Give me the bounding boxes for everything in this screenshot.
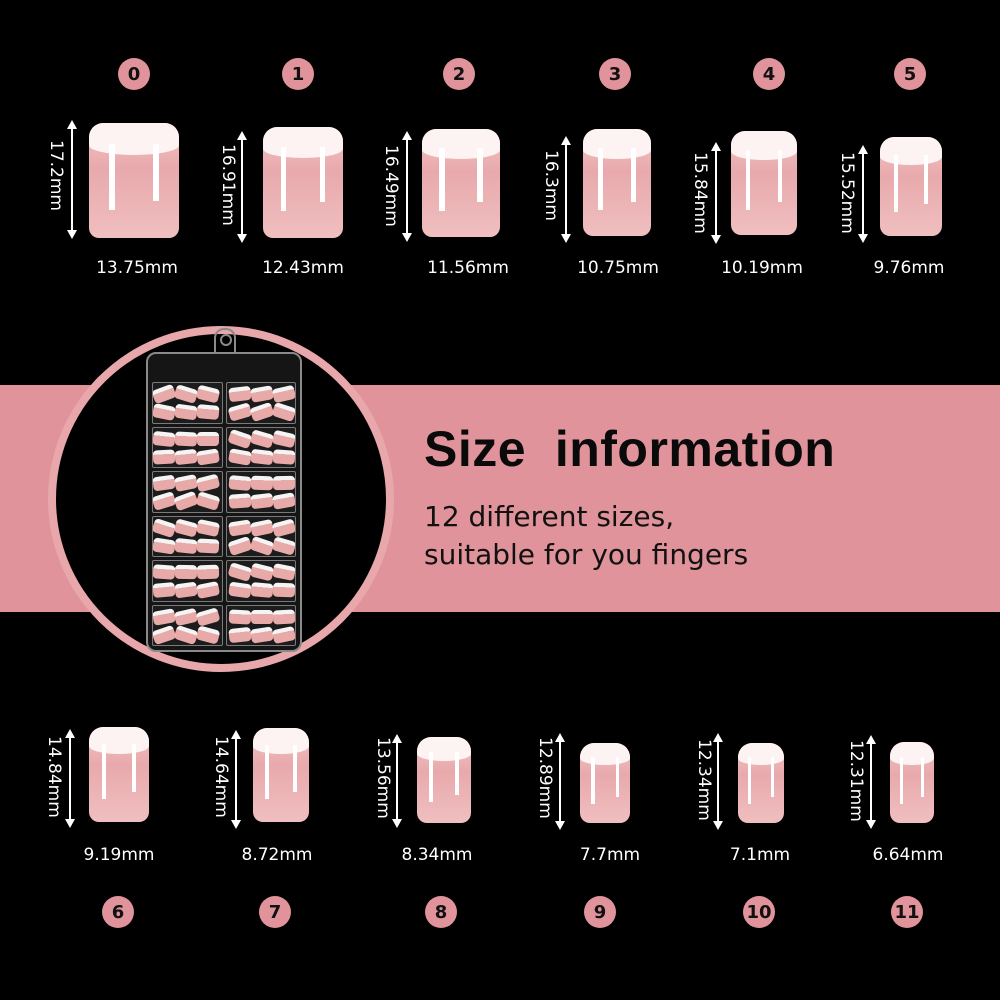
nail-image — [583, 129, 651, 236]
length-label: 14.64mm — [211, 736, 231, 818]
box-compartment — [152, 604, 223, 646]
length-arrow-icon — [866, 735, 876, 829]
nail-image — [422, 129, 500, 237]
box-hanger-icon — [214, 328, 236, 354]
width-label: 9.19mm — [83, 845, 155, 865]
section-description: 12 different sizes, suitable for you fin… — [424, 498, 748, 574]
width-label: 6.64mm — [872, 845, 944, 865]
size-badge: 0 — [118, 58, 150, 90]
size-badge: 9 — [584, 896, 616, 928]
nail-image — [253, 728, 309, 822]
box-compartment — [225, 382, 296, 424]
length-label: 15.84mm — [690, 152, 710, 234]
width-label: 10.19mm — [721, 258, 803, 278]
box-compartment — [225, 515, 296, 557]
box-compartment — [225, 604, 296, 646]
width-label: 7.1mm — [729, 845, 791, 865]
size-badge: 6 — [102, 896, 134, 928]
size-badge: 8 — [425, 896, 457, 928]
box-compartment — [152, 382, 223, 424]
width-label: 7.7mm — [579, 845, 641, 865]
size-badge: 10 — [743, 896, 775, 928]
box-compartment — [152, 560, 223, 602]
size-badge: 11 — [891, 896, 923, 928]
box-compartment — [225, 426, 296, 468]
nail-image — [580, 743, 630, 823]
length-label: 12.34mm — [694, 739, 714, 821]
size-badge: 5 — [894, 58, 926, 90]
section-title: Size information — [424, 421, 836, 477]
width-label: 8.72mm — [241, 845, 313, 865]
description-line-2: suitable for you fingers — [424, 538, 749, 571]
nail-image — [263, 127, 343, 238]
length-label: 16.49mm — [381, 145, 401, 227]
size-badge: 7 — [259, 896, 291, 928]
length-arrow-icon — [561, 136, 571, 243]
nail-image — [738, 743, 784, 823]
length-label: 17.2mm — [46, 140, 66, 211]
box-compartment — [225, 471, 296, 513]
length-arrow-icon — [711, 142, 721, 244]
size-badge: 1 — [282, 58, 314, 90]
length-arrow-icon — [392, 734, 402, 828]
length-label: 16.3mm — [541, 150, 561, 221]
length-label: 12.89mm — [535, 737, 555, 819]
length-arrow-icon — [237, 131, 247, 243]
length-label: 14.84mm — [44, 736, 64, 818]
width-label: 13.75mm — [96, 258, 178, 278]
nail-image — [89, 123, 179, 238]
width-label: 12.43mm — [262, 258, 344, 278]
nail-image — [417, 737, 471, 823]
length-arrow-icon — [65, 729, 75, 828]
nail-image — [890, 742, 934, 823]
size-badge: 2 — [443, 58, 475, 90]
width-label: 10.75mm — [577, 258, 659, 278]
box-compartment — [152, 515, 223, 557]
length-arrow-icon — [402, 131, 412, 242]
length-arrow-icon — [858, 145, 868, 243]
length-label: 15.52mm — [837, 152, 857, 234]
description-line-1: 12 different sizes, — [424, 500, 675, 533]
length-label: 16.91mm — [218, 144, 238, 226]
box-compartment — [152, 426, 223, 468]
nail-image — [731, 131, 797, 235]
length-arrow-icon — [713, 733, 723, 830]
width-label: 11.56mm — [427, 258, 509, 278]
nail-storage-box-image — [146, 352, 302, 652]
box-compartment — [225, 560, 296, 602]
length-arrow-icon — [67, 120, 77, 239]
length-label: 12.31mm — [846, 740, 866, 822]
length-arrow-icon — [555, 733, 565, 830]
size-badge: 3 — [599, 58, 631, 90]
length-label: 13.56mm — [373, 737, 393, 819]
box-compartment — [152, 471, 223, 513]
length-arrow-icon — [231, 730, 241, 829]
nail-image — [89, 727, 149, 822]
size-badge: 4 — [753, 58, 785, 90]
nail-image — [880, 137, 942, 236]
width-label: 8.34mm — [401, 845, 473, 865]
width-label: 9.76mm — [873, 258, 945, 278]
